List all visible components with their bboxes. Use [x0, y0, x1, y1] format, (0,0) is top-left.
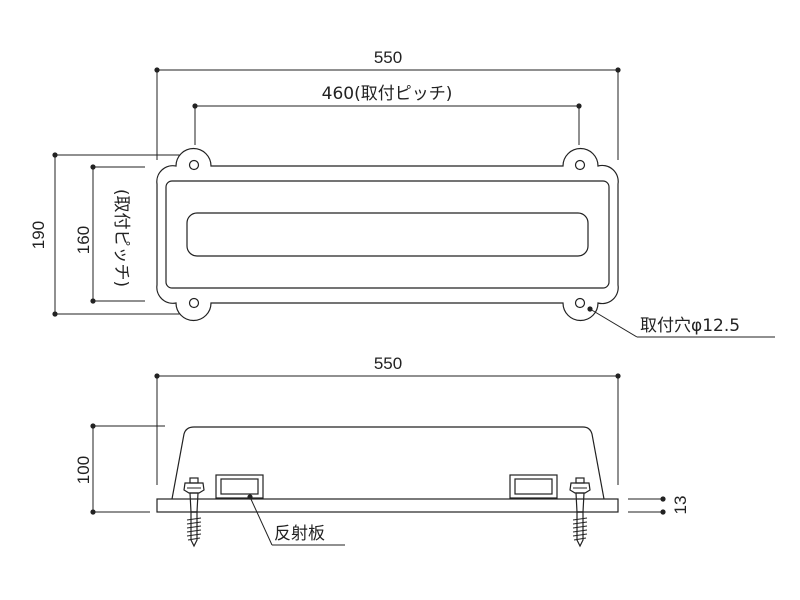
top-height-label: 190 [29, 221, 48, 249]
reflector-callout: 反射板 [247, 494, 345, 546]
reflector-right [509, 474, 558, 499]
plate-outline [156, 147, 619, 322]
top-view: 550 460(取付ピッチ) 190 160 [29, 48, 775, 338]
mount-hole-bottom-left [188, 297, 200, 309]
anchor-bolt-right [569, 477, 591, 548]
hole-callout: 取付穴φ12.5 [587, 306, 775, 338]
reflector-left [215, 474, 264, 499]
side-width-dimension: 550 [154, 354, 621, 485]
side-width-label: 550 [374, 354, 402, 373]
side-height-label: 100 [74, 456, 93, 484]
side-thickness-label: 13 [671, 496, 690, 515]
inner-frame [165, 180, 610, 289]
body-housing [171, 426, 605, 500]
top-pitch-height-note: (取付ピッチ) [111, 189, 131, 287]
base-plate [156, 498, 619, 513]
top-height-dimension: 190 [29, 152, 180, 317]
reflector-label: 反射板 [274, 524, 325, 544]
hole-callout-label: 取付穴φ12.5 [640, 316, 740, 336]
side-height-dimension: 100 [74, 423, 165, 515]
top-pitch-height-value: 160 [74, 226, 93, 254]
anchor-bolt-left [183, 477, 205, 548]
side-view: 550 100 13 [74, 354, 690, 548]
mount-hole-top-left [188, 159, 200, 171]
top-pitch-height-dimension: 160 (取付ピッチ) [74, 164, 145, 304]
top-pitch-width-label: 460(取付ピッチ) [322, 84, 453, 104]
reflector-slot [186, 212, 589, 257]
mount-hole-top-right [574, 159, 586, 171]
side-thickness-dimension: 13 [628, 496, 690, 515]
mount-hole-bottom-right [574, 297, 586, 309]
top-width-label: 550 [374, 48, 402, 67]
top-width-dimension: 550 [154, 48, 621, 160]
top-pitch-width-dimension: 460(取付ピッチ) [192, 84, 582, 145]
